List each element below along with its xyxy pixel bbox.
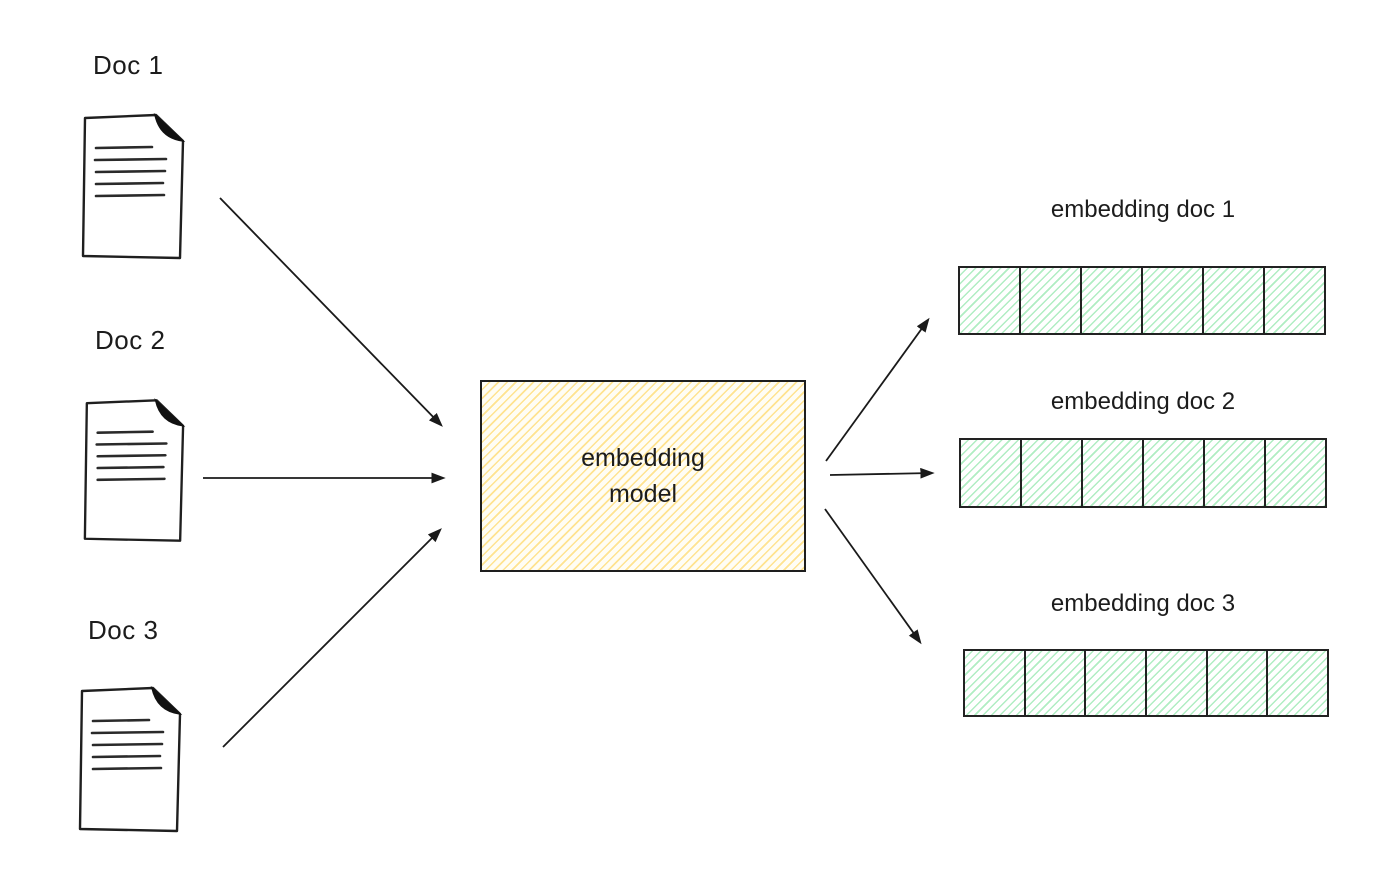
embedding-doc1-label: embedding doc 1 [1050,196,1236,223]
arrow-model-to-embedding1 [825,317,930,462]
embedding-doc2-vector [959,438,1327,508]
doc1-document-icon [81,113,185,260]
doc2-document-icon [83,398,185,542]
vector-cell [1147,651,1208,715]
arrow-doc3-to-model [222,528,442,748]
vector-cell [1025,651,1087,715]
embedding-doc2-label: embedding doc 2 [1050,388,1236,415]
embedding-model-label: embedding model [581,443,705,508]
vector-cell [1268,651,1328,715]
vector-cell [1204,268,1265,333]
arrow-doc1-to-model [219,197,443,427]
vector-cell [1086,651,1148,715]
vector-cell [1265,268,1324,333]
arrow-model-to-embedding3 [824,508,922,645]
vector-cell [1022,440,1083,506]
arrow-model-to-embedding2 [829,467,935,479]
embedding-doc3-vector [963,649,1329,717]
embedding-model-box: embedding model [480,380,806,572]
vector-cell [1207,651,1269,715]
vector-cell [1082,268,1143,333]
doc3-label: Doc 3 [88,615,159,645]
doc1-label: Doc 1 [93,50,164,80]
vector-cell [1266,440,1325,506]
embedding-doc1-vector [958,266,1326,335]
vector-cell [965,651,1026,715]
vector-cell [960,268,1021,333]
vector-cell [1021,268,1082,333]
embedding-doc3-label: embedding doc 3 [1050,590,1236,617]
vector-cell [1083,440,1144,506]
vector-cell [1144,440,1205,506]
vector-cell [961,440,1022,506]
doc3-document-icon [78,686,182,833]
vector-cell [1205,440,1266,506]
vector-cell [1143,268,1204,333]
doc2-label: Doc 2 [95,325,166,355]
